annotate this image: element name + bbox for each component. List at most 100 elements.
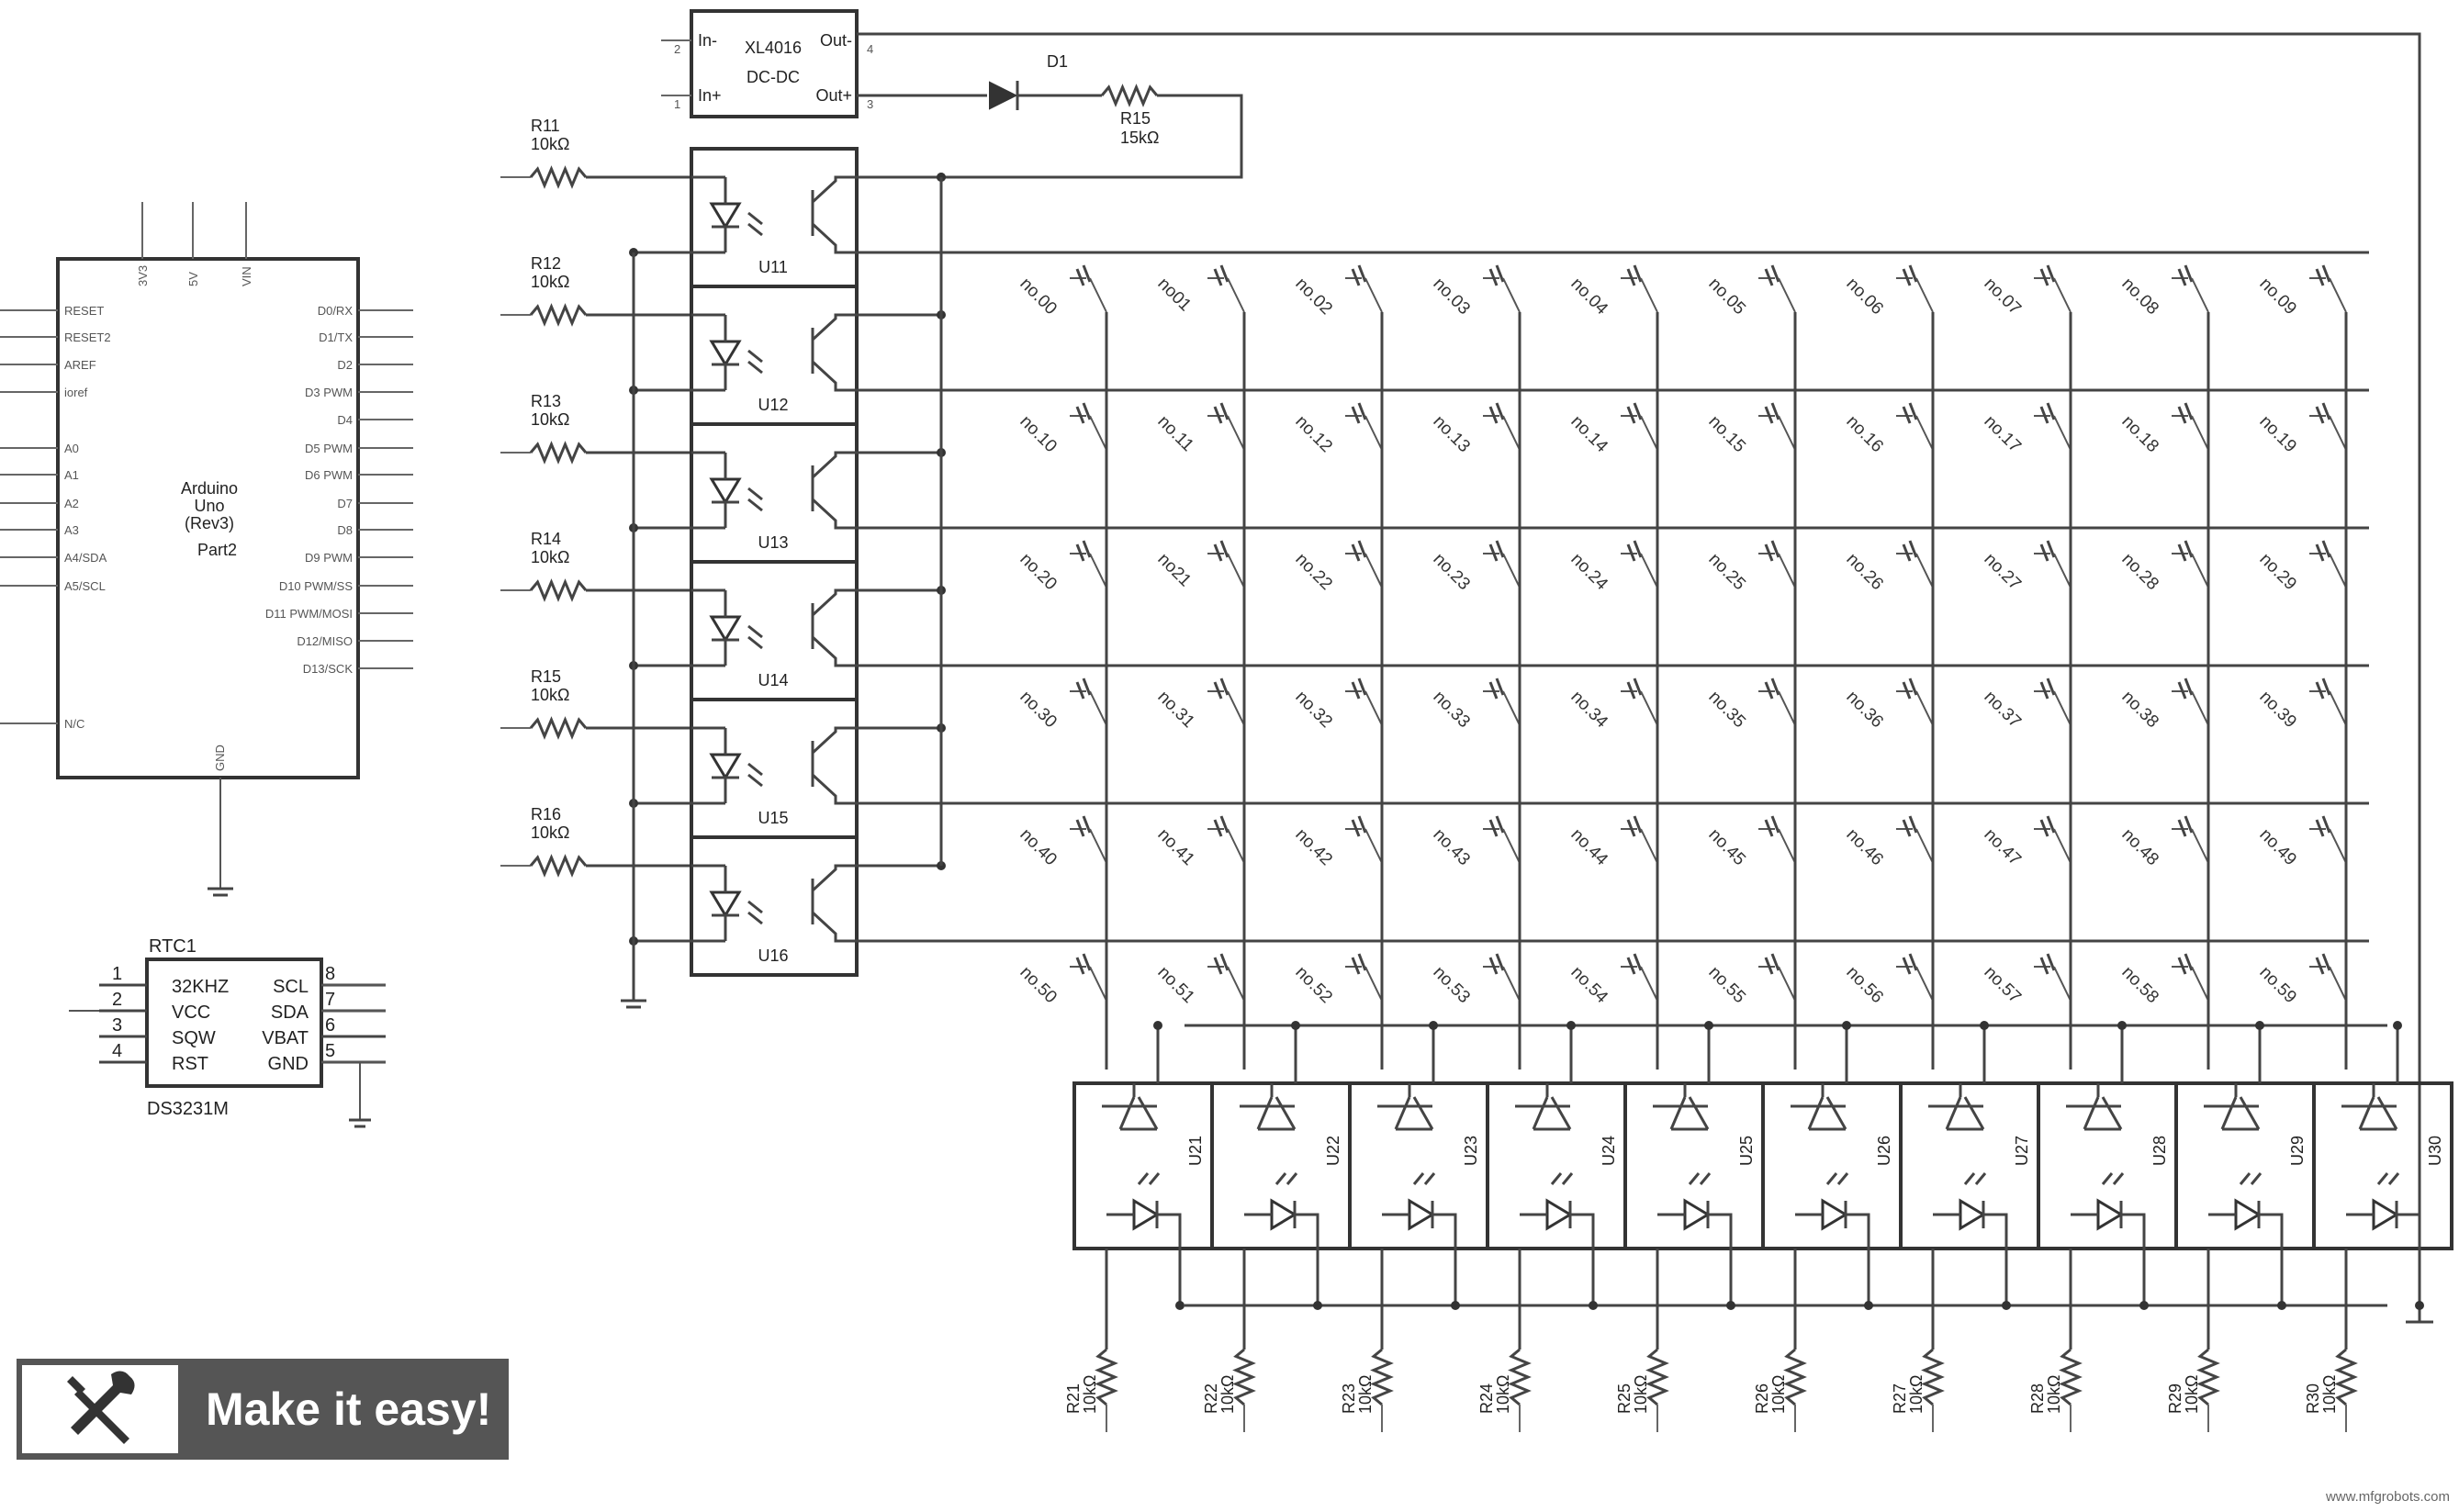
switch-contact bbox=[1770, 402, 1780, 420]
column-resistor-value: 10kΩ bbox=[1769, 1375, 1788, 1414]
arduino-pin-label: VIN bbox=[240, 266, 253, 286]
switch-contact bbox=[1219, 402, 1230, 420]
switch-label: no.00 bbox=[1016, 274, 1060, 319]
led-arrow bbox=[2101, 1172, 2114, 1185]
switch-label: no.37 bbox=[1980, 688, 2024, 732]
switch-contact bbox=[2321, 540, 2331, 558]
switch-lever bbox=[1502, 553, 1521, 588]
optocoupler-label: U14 bbox=[758, 671, 788, 689]
row-resistor-name: R14 bbox=[531, 530, 561, 548]
resistor-r15 bbox=[1100, 84, 1159, 107]
out-minus-bus bbox=[857, 32, 2421, 1322]
column-resistor-value: 10kΩ bbox=[1218, 1375, 1237, 1414]
switch-contact bbox=[1908, 953, 1918, 971]
switch-contact bbox=[1219, 678, 1230, 696]
switch-contact bbox=[2184, 540, 2194, 558]
column-sense-section: U21R2110kΩU22R2210kΩU23R2310kΩU24R2410kΩ… bbox=[1064, 1021, 2453, 1432]
switch-contact bbox=[1075, 681, 1085, 700]
switch-label: no.55 bbox=[1704, 963, 1748, 1007]
switch-contact bbox=[1488, 543, 1499, 562]
switch-contact bbox=[1488, 268, 1499, 286]
transistor-collector bbox=[811, 588, 857, 617]
switch-lever bbox=[2191, 690, 2209, 726]
switch-label: no.14 bbox=[1566, 412, 1611, 457]
switch-lever bbox=[1227, 277, 1245, 313]
row-resistor-name: R13 bbox=[531, 392, 561, 410]
switch-contact bbox=[1357, 953, 1367, 971]
junction-dot bbox=[1291, 1021, 1300, 1030]
switch-contact bbox=[1626, 543, 1636, 562]
column-resistor bbox=[1508, 1348, 1532, 1406]
transistor-symbol bbox=[1669, 1083, 1710, 1130]
switch-contact bbox=[1351, 957, 1361, 975]
switch-contact bbox=[1219, 264, 1230, 283]
row-resistor-r13 bbox=[529, 441, 588, 465]
switch-contact bbox=[1357, 678, 1367, 696]
transistor-collector bbox=[811, 175, 857, 204]
switch-lever bbox=[1915, 828, 1934, 864]
switch-label: no.35 bbox=[1704, 688, 1748, 732]
arduino-pin-label: D2 bbox=[337, 358, 353, 372]
switch-contact bbox=[1357, 815, 1367, 834]
switch-contact bbox=[2046, 540, 2056, 558]
led-symbol bbox=[2096, 1198, 2124, 1231]
led-arrow bbox=[747, 222, 763, 237]
switch-contact bbox=[1488, 957, 1499, 975]
switch-contact bbox=[1213, 819, 1223, 837]
switch-contact bbox=[1219, 540, 1230, 558]
led-arrow bbox=[1137, 1172, 1150, 1185]
switch-contact bbox=[1075, 957, 1085, 975]
switch-contact bbox=[2177, 819, 2187, 837]
arduino-title: Uno bbox=[194, 497, 224, 515]
switch-contact bbox=[1082, 264, 1092, 283]
led-wire bbox=[1382, 1213, 1457, 1249]
rtc-pin-label: SDA bbox=[271, 1002, 309, 1023]
switch-lever bbox=[1640, 828, 1658, 864]
transistor-symbol bbox=[2220, 1083, 2261, 1130]
switch-contact bbox=[2046, 264, 2056, 283]
switch-label: no.29 bbox=[2255, 550, 2299, 594]
switch-label: no.33 bbox=[1429, 688, 1473, 732]
led-arrow bbox=[2387, 1172, 2400, 1185]
switch-lever bbox=[1089, 415, 1107, 451]
switch-label: no.38 bbox=[2117, 688, 2161, 732]
switch-lever bbox=[2329, 966, 2347, 1002]
column-resistor-value: 10kΩ bbox=[1632, 1375, 1650, 1414]
transistor-collector bbox=[811, 451, 857, 479]
led-symbol bbox=[2372, 1198, 2399, 1231]
switch-contact bbox=[1902, 819, 1912, 837]
arduino-pin-label: D3 PWM bbox=[305, 386, 353, 399]
switch-label: no.19 bbox=[2255, 412, 2299, 456]
column-resistor-value: 10kΩ bbox=[1494, 1375, 1512, 1414]
switch-label: no.23 bbox=[1429, 550, 1473, 594]
switch-label: no.32 bbox=[1291, 688, 1335, 732]
switch-contact bbox=[1626, 681, 1636, 700]
switch-contact bbox=[2039, 406, 2049, 424]
arduino-pin-label: D12/MISO bbox=[297, 634, 353, 648]
column-coupler-label: U30 bbox=[2426, 1136, 2444, 1166]
switch-contact bbox=[1075, 268, 1085, 286]
led-arrow bbox=[747, 487, 763, 501]
converter-pin-label: In+ bbox=[698, 86, 722, 105]
arduino-pin-label: D1/TX bbox=[319, 330, 353, 344]
rtc-pin-label: GND bbox=[268, 1054, 309, 1074]
led-wire bbox=[1933, 1213, 2008, 1249]
switch-contact bbox=[1351, 819, 1361, 837]
switch-contact bbox=[2039, 543, 2049, 562]
led-wire bbox=[1520, 1213, 1595, 1249]
arduino-pin-label: D10 PWM/SS bbox=[279, 579, 354, 593]
switch-contact bbox=[2184, 264, 2194, 283]
column-resistor-name: R29 bbox=[2166, 1383, 2184, 1414]
arduino-pin-label: A3 bbox=[64, 523, 79, 537]
switch-contact bbox=[2039, 819, 2049, 837]
switch-label: no.12 bbox=[1291, 412, 1335, 456]
row-resistor-value: 10kΩ bbox=[531, 548, 569, 566]
led-wire bbox=[1657, 1213, 1733, 1249]
switch-contact bbox=[1633, 953, 1643, 971]
switch-contact bbox=[2321, 264, 2331, 283]
switch-contact bbox=[1213, 681, 1223, 700]
switch-contact bbox=[2177, 268, 2187, 286]
arduino-part: Part2 bbox=[197, 541, 237, 559]
